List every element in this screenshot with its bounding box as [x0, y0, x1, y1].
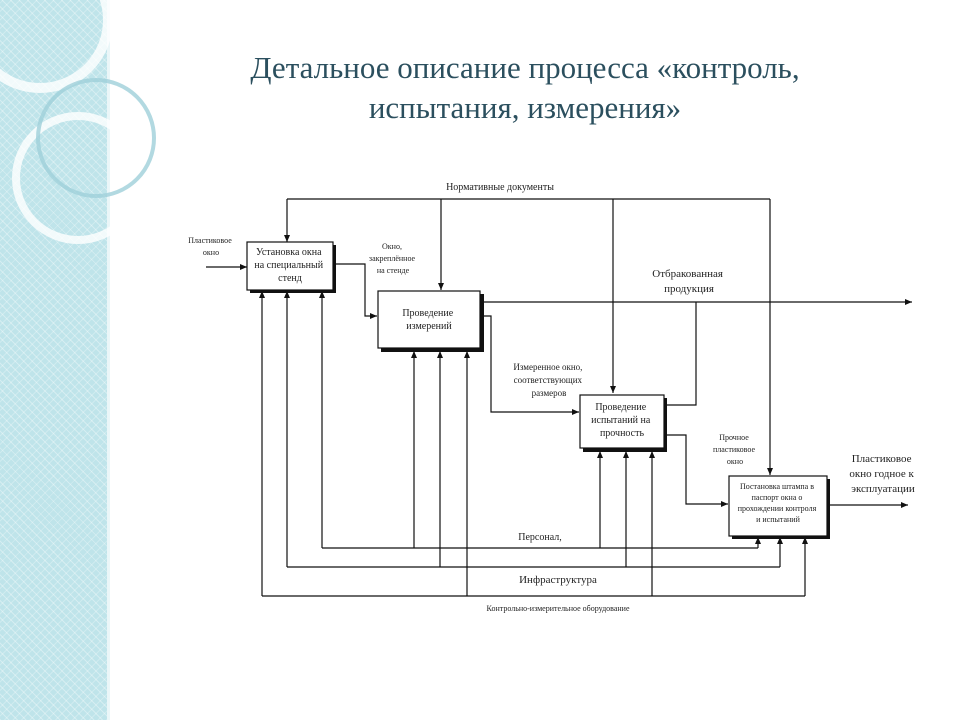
label-personnel: Персонал,	[518, 532, 561, 543]
label-fixed-window: Окно, закреплённое на стенде	[369, 242, 417, 275]
label-strong-window: Прочное пластиковое окно	[713, 433, 757, 466]
label-normative-docs: Нормативные документы	[446, 182, 554, 193]
svg-text:Постановка штампа в пасп: Постановка штампа в паспорт окна о прохо…	[738, 482, 819, 524]
process-box-stamp: Постановка штампа в паспорт окна о прохо…	[728, 475, 830, 539]
title-line-2: испытания, измерения»	[368, 90, 682, 125]
svg-text:Проведение испытаний на: Проведение испытаний на прочность	[591, 402, 653, 439]
label-rejected-products: Отбракованная продукция	[652, 268, 725, 295]
svg-text:Установка окна на специа: Установка окна на специальный стенд	[254, 247, 325, 284]
label-input-window: Пластиковое окно	[188, 236, 234, 257]
process-box-installation: Установка окна на специальный стенд	[246, 241, 336, 293]
label-measured-window: Измеренное окно, соответствующих размеро…	[513, 362, 584, 398]
sidebar-edge	[107, 0, 110, 720]
label-infrastructure: Инфраструктура	[519, 574, 597, 586]
label-equipment: Контрольно-измерительное оборудование	[487, 604, 630, 613]
page-title: Детальное описание процесса «контроль, и…	[130, 48, 920, 128]
process-box-strength-test: Проведение испытаний на прочность	[579, 394, 667, 452]
connector-lines	[206, 198, 912, 597]
title-line-1: Детальное описание процесса «контроль,	[250, 50, 800, 85]
svg-text:Проведение измерений: Проведение измерений	[402, 308, 455, 332]
label-output-window: Пластиковое окно годное к эксплуатации	[849, 453, 916, 495]
process-box-measurement: Проведение измерений	[377, 290, 484, 352]
